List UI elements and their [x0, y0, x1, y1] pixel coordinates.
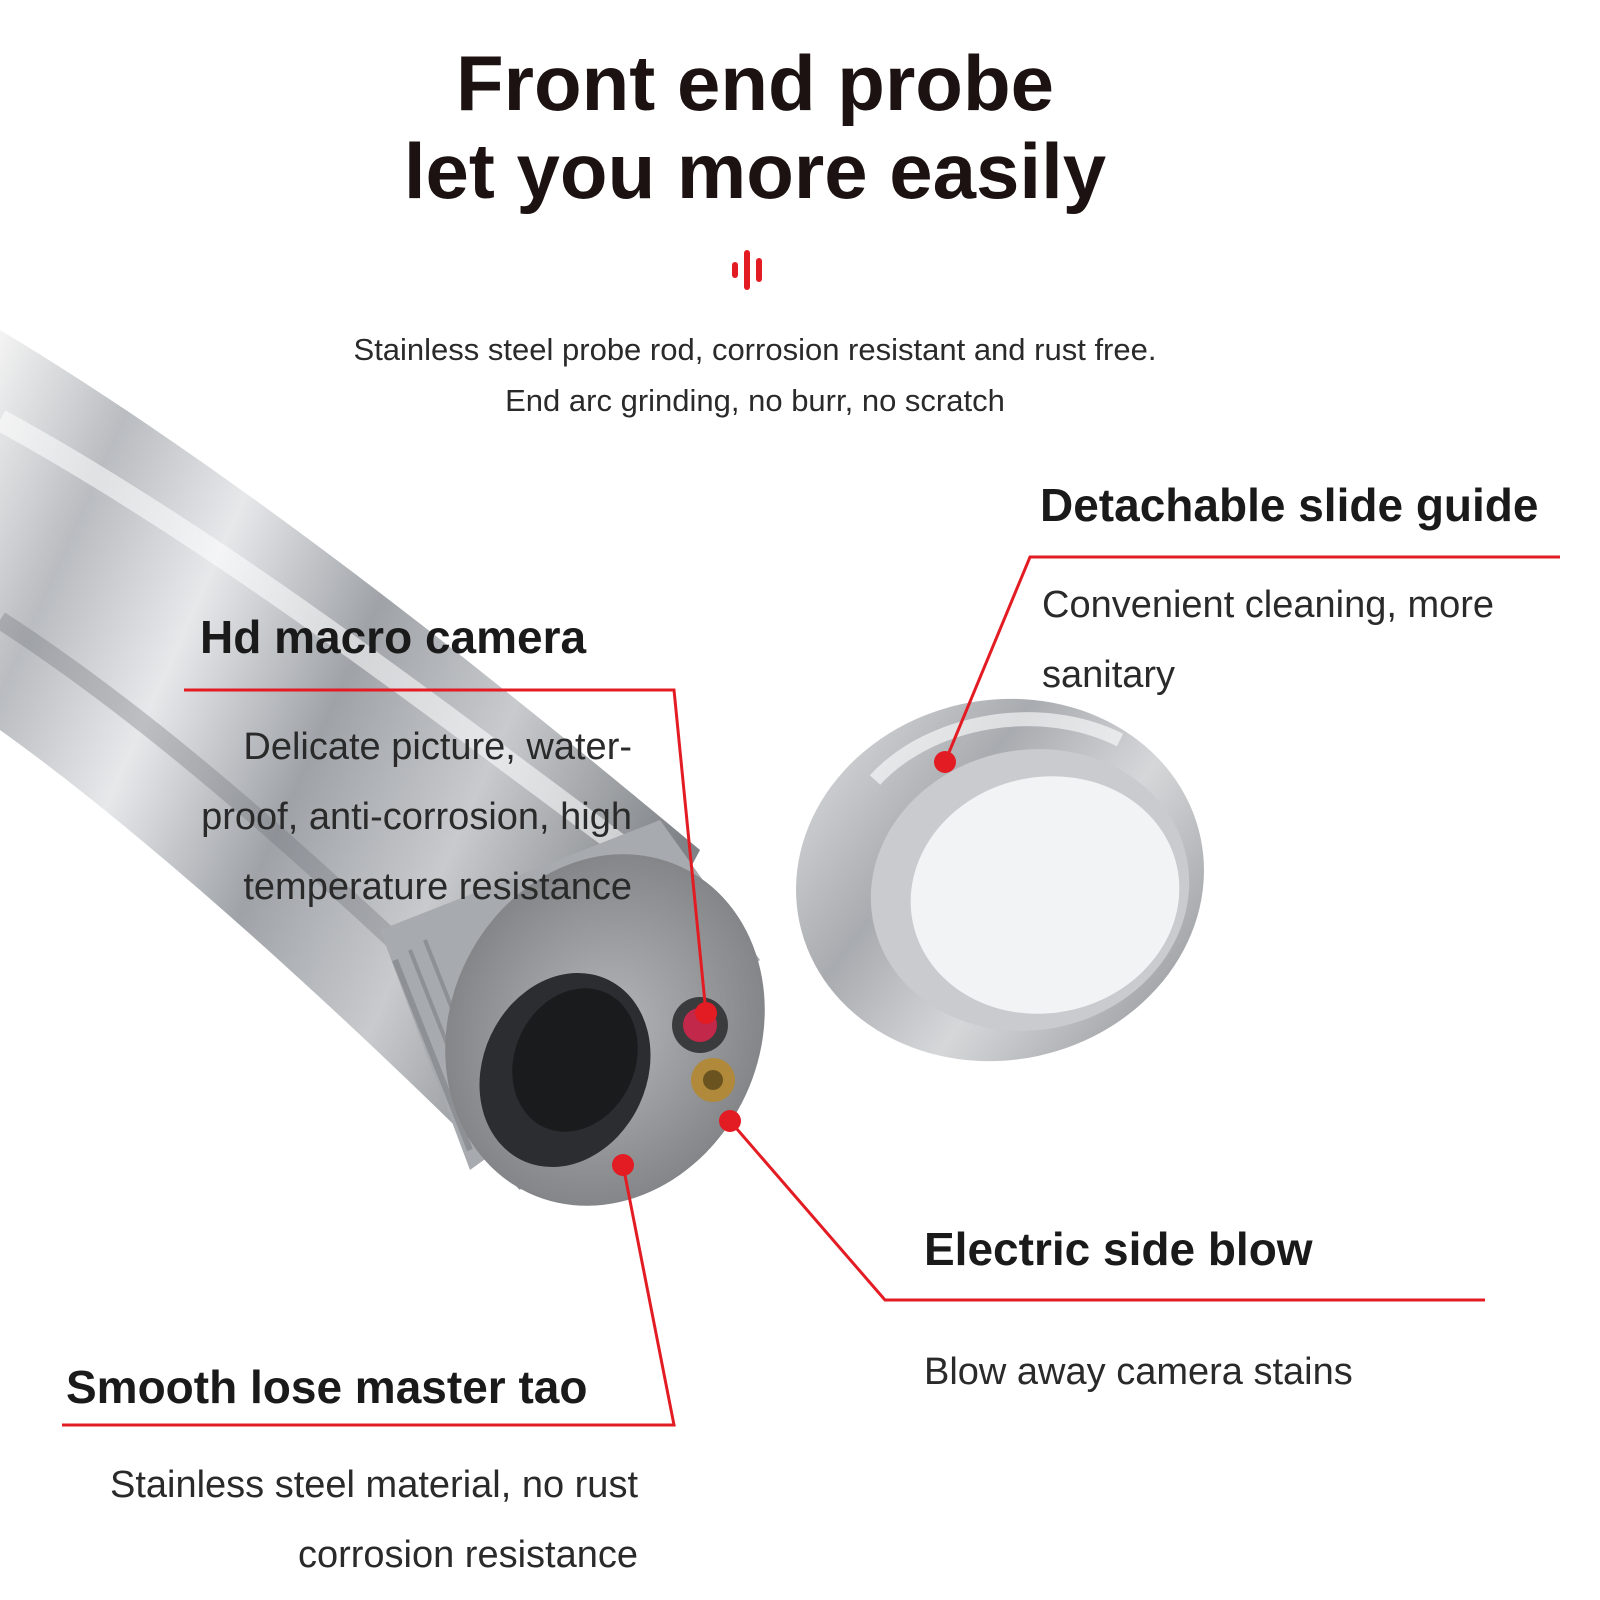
side-blow-desc: Blow away camera stains: [924, 1351, 1353, 1393]
slide-guide-leader-line: [943, 555, 1560, 763]
page-title-line2: let you more easily: [403, 127, 1107, 215]
camera-heading: Hd macro camera: [200, 611, 587, 663]
master-tao-desc-line2: corrosion resistance: [297, 1534, 638, 1576]
camera-leader-line: [184, 688, 708, 1014]
sound-bars-icon: [732, 250, 762, 290]
master-tao-dot: [612, 1154, 634, 1176]
slide-guide-desc: Convenient cleaning, more sanitary: [1042, 570, 1494, 710]
slide-guide-ring: [796, 698, 1204, 1062]
subtitle-line2: End arc grinding, no burr, no scratch: [505, 383, 1005, 418]
camera-desc-line3: temperature resistance: [243, 866, 632, 908]
probe-rod: [0, 330, 765, 1206]
callout-lines: [62, 555, 1560, 1427]
callout-dots: [612, 751, 956, 1176]
master-tao-desc-line1: Stainless steel material, no rust: [109, 1464, 638, 1506]
slide-guide-desc-line1: Convenient cleaning, more: [1042, 584, 1495, 626]
master-tao-leader-line: [62, 1164, 676, 1427]
camera-dot: [695, 1002, 717, 1024]
camera-desc: Delicate picture, water- proof, anti-cor…: [201, 712, 632, 922]
side-blow-dot: [719, 1110, 741, 1132]
slide-guide-heading: Detachable slide guide: [1040, 479, 1539, 531]
slide-guide-desc-line2: sanitary: [1042, 654, 1176, 696]
side-blow-leader-line: [728, 1120, 1485, 1302]
camera-desc-line1: Delicate picture, water-: [243, 726, 632, 768]
master-tao-desc: Stainless steel material, no rust corros…: [110, 1450, 638, 1590]
subtitle-line1: Stainless steel probe rod, corrosion res…: [353, 332, 1157, 367]
slide-guide-dot: [934, 751, 956, 773]
page-title-line1: Front end probe: [456, 39, 1054, 127]
camera-desc-line2: proof, anti-corrosion, high: [201, 796, 632, 838]
master-tao-heading: Smooth lose master tao: [66, 1361, 588, 1413]
side-blow-heading: Electric side blow: [924, 1223, 1313, 1275]
